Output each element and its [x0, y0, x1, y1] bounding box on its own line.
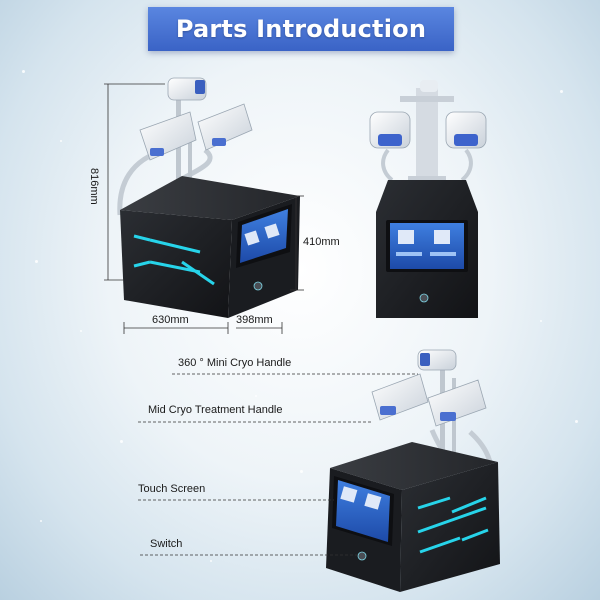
machine-front-view	[369, 80, 487, 318]
page-title: Parts Introduction	[175, 15, 427, 43]
depth-dimension-label: 398mm	[236, 314, 273, 326]
width-dimension-label: 630mm	[152, 314, 189, 326]
screen-height-dimension-label: 410mm	[303, 236, 340, 248]
switch-label: Switch	[150, 538, 183, 550]
callout-leaders	[138, 373, 418, 556]
mid-cryo-handle-label: Mid Cryo Treatment Handle	[148, 404, 283, 416]
touch-screen-label: Touch Screen	[138, 483, 206, 495]
machine-annotated-view	[326, 349, 500, 592]
machine-side-view	[117, 77, 300, 318]
mini-cryo-handle-label: 360 ° Mini Cryo Handle	[178, 357, 292, 369]
title-banner: Parts Introduction	[148, 7, 454, 51]
dimension-lines	[104, 83, 304, 334]
height-dimension-label: 816mm	[88, 168, 100, 205]
